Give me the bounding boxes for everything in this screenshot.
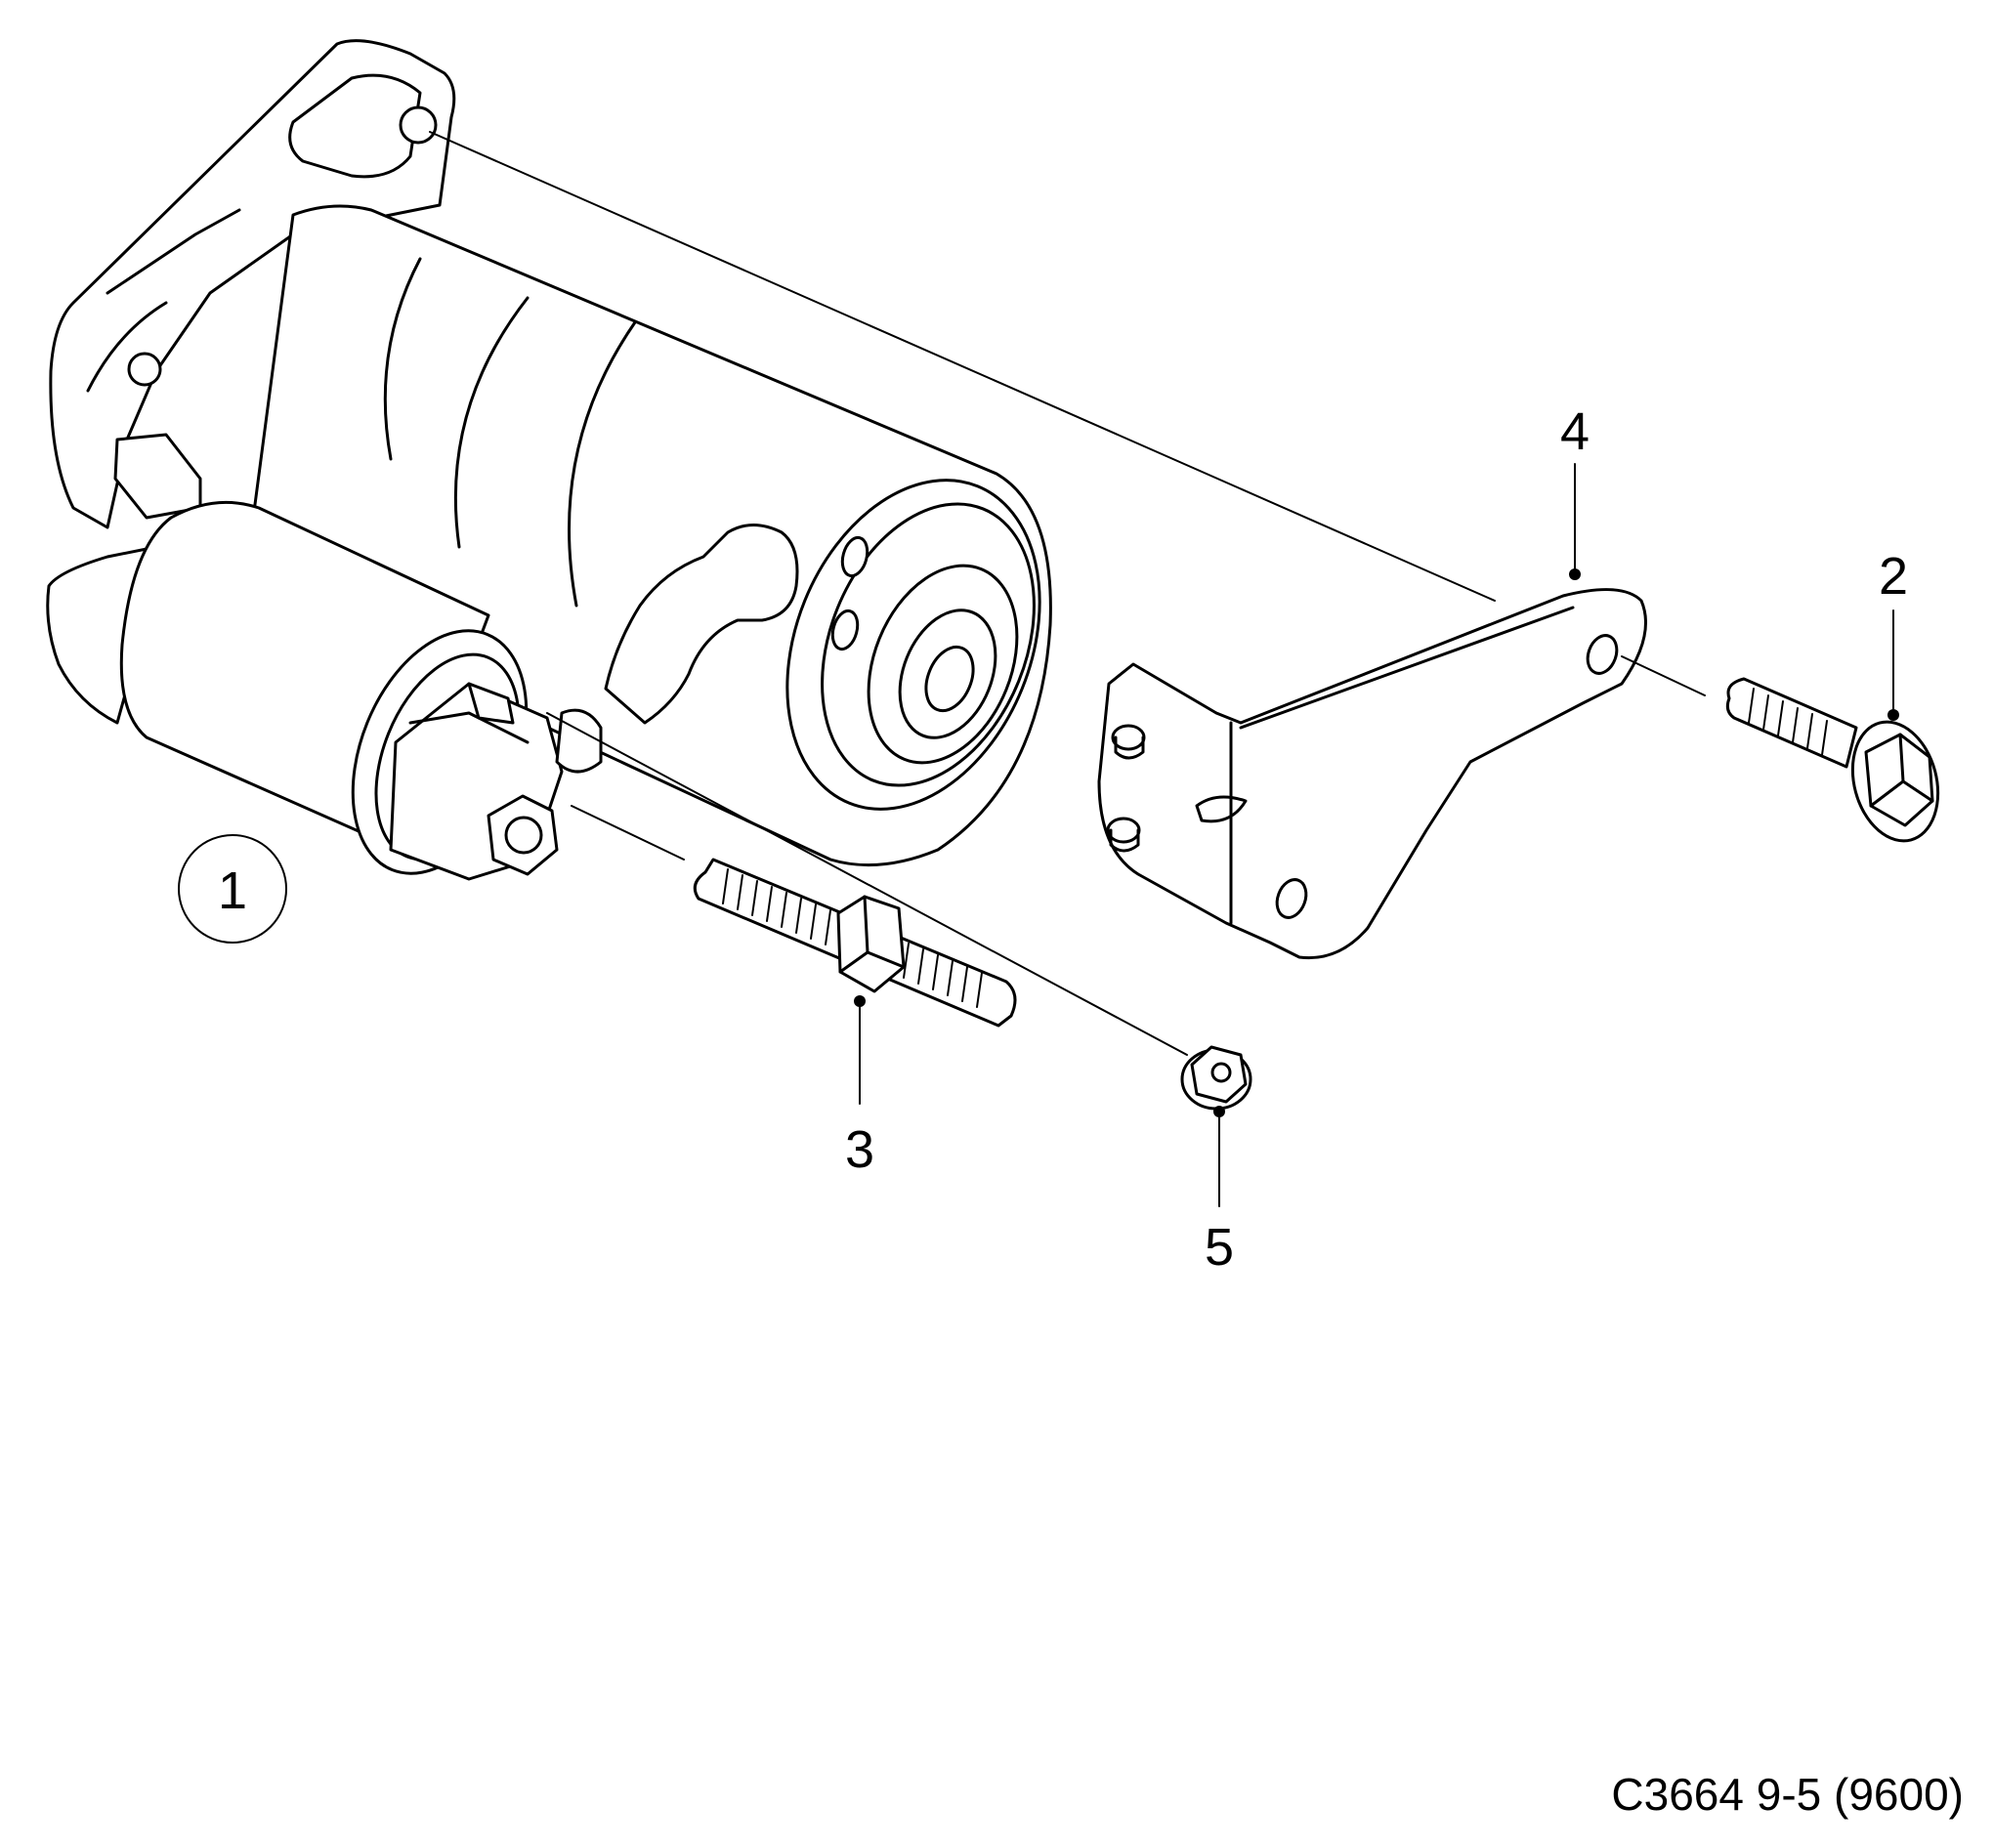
flange-nut[interactable] [1180, 1045, 1252, 1111]
stud-bolt[interactable] [693, 858, 1017, 1028]
callout-3-label: 3 [845, 1120, 874, 1179]
flange-bolt[interactable] [1725, 677, 1950, 851]
terminal-cable [604, 524, 799, 725]
callout-4: 4 [1560, 402, 1590, 580]
callout-1-label: 1 [218, 861, 247, 920]
flange-hole-upper [399, 105, 438, 145]
alignment-lines [429, 131, 1706, 1056]
callout-1: 1 [178, 834, 287, 944]
mounting-bracket[interactable] [1097, 588, 1647, 960]
mounting-flange [49, 39, 456, 529]
callout-2-label: 2 [1879, 547, 1908, 606]
flange-hole-lower [127, 352, 162, 387]
callout-5-label: 5 [1205, 1218, 1234, 1277]
starter-motor[interactable] [46, 39, 1086, 900]
callout-3: 3 [845, 995, 874, 1179]
callout-4-label: 4 [1560, 402, 1590, 461]
callout-2: 2 [1879, 547, 1908, 721]
diagram-reference-code: C3664 9-5 (9600) [1611, 1769, 1964, 1820]
callout-5: 5 [1205, 1106, 1234, 1277]
